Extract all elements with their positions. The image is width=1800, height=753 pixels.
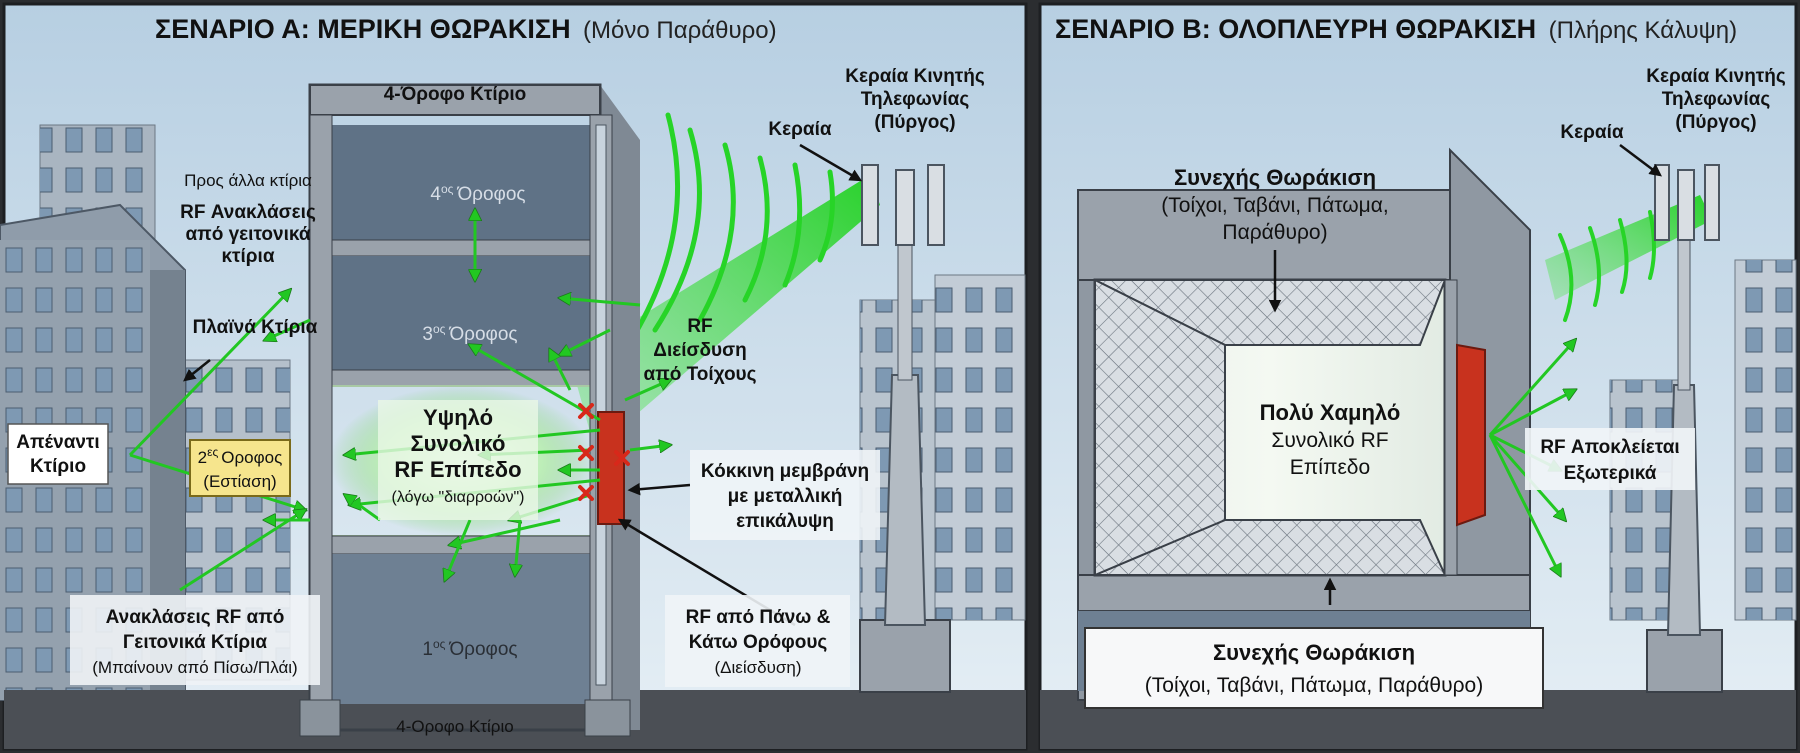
membrane-label: Κόκκινη μεμβράνη με μεταλλική επικάλυψη: [690, 450, 880, 540]
side-buildings-label: Πλαϊνά Κτίρια: [193, 317, 318, 338]
scenario-b-panel: ΣΕΝΑΡΙΟ Β: ΟΛΟΠΛΕΥΡΗ ΘΩΡΑΚΙΣΗ (Πλήρης Κά…: [1040, 4, 1796, 749]
svg-text:(Μπαίνουν από Πίσω/Πλάι): (Μπαίνουν από Πίσω/Πλάι): [92, 658, 297, 677]
floor-4-room: [330, 125, 595, 240]
rf-blocked-label: RF Αποκλείεται Εξωτερικά: [1525, 428, 1695, 490]
scenario-a-title: ΣΕΝΑΡΙΟ Α: ΜΕΡΙΚΗ ΘΩΡΑΚΙΣΗ (Μόνο Παράθυρ…: [155, 14, 777, 44]
high-rf-level-label: Υψηλό Συνολικό RF Επίπεδο (λόγω "διαρροώ…: [378, 400, 538, 520]
floor-1-room: [330, 554, 595, 704]
svg-text:RF: RF: [687, 316, 712, 337]
svg-text:Επίπεδο: Επίπεδο: [1290, 456, 1370, 479]
svg-text:Ανακλάσεις RF από: Ανακλάσεις RF από: [106, 607, 285, 628]
svg-text:κτίρια: κτίρια: [221, 246, 274, 267]
floor-3-room: [330, 256, 595, 370]
svg-text:Τηλεφωνίας: Τηλεφωνίας: [861, 89, 970, 110]
svg-text:RF Ανακλάσεις: RF Ανακλάσεις: [180, 202, 316, 223]
svg-text:από γειτονικά: από γειτονικά: [185, 224, 310, 245]
reflections-bottom-label: Ανακλάσεις RF από Γειτονικά Κτίρια (Μπαί…: [70, 595, 320, 685]
svg-text:Κτίριο: Κτίριο: [30, 456, 86, 477]
opposite-building-label: Απέναντι Κτίριο: [8, 424, 108, 484]
svg-text:Διείσδυση: Διείσδυση: [653, 340, 746, 361]
scenario-b-title: ΣΕΝΑΡΙΟ Β: ΟΛΟΠΛΕΥΡΗ ΘΩΡΑΚΙΣΗ (Πλήρης Κά…: [1055, 14, 1737, 44]
svg-text:(Πύργος): (Πύργος): [874, 112, 955, 133]
building-bottom-label: 4-Οροφο Κτίριο: [396, 717, 513, 736]
svg-text:Κάτω Ορόφους: Κάτω Ορόφους: [689, 632, 828, 653]
svg-text:με μεταλλική: με μεταλλική: [728, 486, 843, 507]
svg-text:Πολύ Χαμηλό: Πολύ Χαμηλό: [1260, 400, 1401, 425]
svg-text:RF Αποκλείεται: RF Αποκλείεται: [1540, 437, 1679, 458]
svg-text:Συνολικό RF: Συνολικό RF: [1271, 429, 1388, 452]
svg-text:Κεραία Κινητής: Κεραία Κινητής: [1646, 66, 1786, 87]
svg-text:(λόγω "διαρροών"): (λόγω "διαρροών"): [392, 489, 525, 506]
svg-text:Συνεχής Θωράκιση: Συνεχής Θωράκιση: [1174, 165, 1376, 190]
svg-text:(Εστίαση): (Εστίαση): [203, 472, 276, 491]
shielded-room-b: [1095, 280, 1485, 575]
red-membrane-b: [1457, 345, 1485, 525]
svg-text:επικάλυψη: επικάλυψη: [736, 511, 834, 532]
svg-text:(Πύργος): (Πύργος): [1675, 112, 1756, 133]
svg-text:Κεραία Κινητής: Κεραία Κινητής: [845, 66, 985, 87]
svg-text:Υψηλό: Υψηλό: [423, 405, 493, 430]
red-membrane-a: [598, 412, 624, 524]
scenario-a-panel: ΣΕΝΑΡΙΟ Α: ΜΕΡΙΚΗ ΘΩΡΑΚΙΣΗ (Μόνο Παράθυρ…: [0, 4, 1026, 749]
shield-bottom-label: Συνεχής Θωράκιση (Τοίχοι, Ταβάνι, Πάτωμα…: [1085, 628, 1543, 708]
svg-text:Γειτονικά Κτίρια: Γειτονικά Κτίρια: [123, 632, 268, 653]
svg-text:Εξωτερικά: Εξωτερικά: [1564, 463, 1657, 484]
svg-text:Παράθυρο): Παράθυρο): [1222, 221, 1327, 244]
svg-text:RF από Πάνω &: RF από Πάνω &: [686, 607, 831, 628]
svg-text:Συνεχής Θωράκιση: Συνεχής Θωράκιση: [1213, 640, 1415, 665]
svg-text:Συνολικό: Συνολικό: [410, 431, 505, 456]
svg-text:Τηλεφωνίας: Τηλεφωνίας: [1662, 89, 1771, 110]
antenna-label-b: Κεραία: [1560, 122, 1623, 143]
floors-rf-label: RF από Πάνω & Κάτω Ορόφους (Διείσδυση): [665, 595, 850, 687]
svg-text:(Τοίχοι, Ταβάνι, Πάτωμα, Παράθ: (Τοίχοι, Ταβάνι, Πάτωμα, Παράθυρο): [1145, 674, 1483, 697]
svg-text:RF Επίπεδο: RF Επίπεδο: [394, 457, 521, 482]
svg-text:Απέναντι: Απέναντι: [16, 432, 99, 453]
towards-other-buildings: Προς άλλα κτίρια: [184, 171, 312, 190]
svg-text:(Διείσδυση): (Διείσδυση): [714, 658, 801, 677]
svg-text:από Τοίχους: από Τοίχους: [644, 364, 757, 385]
building-top-label: 4-Όροφο Κτίριο: [384, 84, 527, 105]
antenna-label-a: Κεραία: [768, 119, 831, 140]
svg-text:Κόκκινη μεμβράνη: Κόκκινη μεμβράνη: [701, 461, 869, 482]
svg-text:(Τοίχοι, Ταβάνι, Πάτωμα,: (Τοίχοι, Ταβάνι, Πάτωμα,: [1161, 194, 1388, 217]
